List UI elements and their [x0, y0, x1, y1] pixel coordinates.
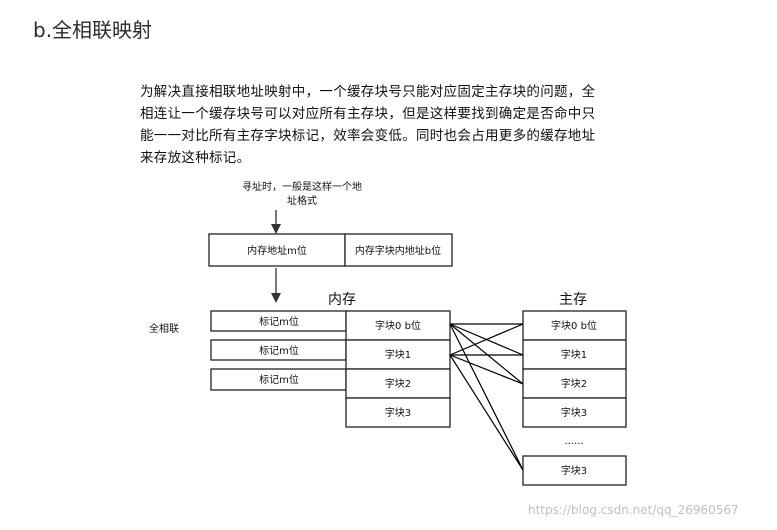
tag-label: 标记m位	[259, 373, 299, 386]
memory-block-box	[522, 455, 627, 486]
address-field-label: 内存地址m位	[247, 244, 307, 257]
paragraph-line: 来存放这种标记。	[140, 150, 251, 166]
address-note-line2: 址格式	[287, 194, 317, 207]
cache-title: 内存	[328, 292, 356, 308]
watermark: https://blog.csdn.net/qq_26960567	[528, 503, 739, 517]
section-heading: b.全相联映射	[33, 18, 153, 42]
address-field-label: 内存字块内地址b位	[355, 244, 441, 257]
memory-block-box	[522, 339, 627, 370]
memory-block-box	[522, 310, 627, 341]
mapping-lines	[449, 323, 524, 471]
cache-block-box	[345, 397, 451, 428]
memory-block-box	[522, 397, 627, 428]
cache-block-box	[345, 368, 451, 399]
cache-block-label: 字块2	[385, 377, 411, 390]
tag-label: 标记m位	[259, 344, 299, 357]
paragraph-line: 为解决直接相联地址映射中，一个缓存块号只能对应固定主存块的问题，全	[140, 84, 596, 100]
cache-block-label: 字块0 b位	[375, 319, 421, 332]
address-field-box	[344, 233, 453, 267]
memory-block-label: 字块2	[561, 377, 587, 390]
address-note-line1: 寻址时，一般是这样一个地	[242, 180, 362, 193]
memory-block-label: 字块0 b位	[551, 319, 597, 332]
tag-label: 标记m位	[259, 315, 299, 328]
memory-block-label: 字块1	[561, 348, 587, 361]
memory-title: 主存	[559, 292, 587, 308]
memory-block-label: 字块3	[561, 406, 587, 419]
ellipsis-label: ......	[564, 436, 583, 447]
memory-block-label: 字块3	[561, 464, 587, 477]
side-label: 全相联	[149, 322, 179, 335]
paragraph-line: 能一一对比所有主存字块标记，效率会变低。同时也会占用更多的缓存地址	[140, 128, 596, 144]
paragraph-line: 相连让一个缓存块号可以对应所有主存块，但是这样要找到确定是否命中只	[140, 106, 596, 122]
address-field-box	[208, 233, 346, 267]
cache-block-label: 字块1	[385, 348, 411, 361]
cache-block-label: 字块3	[385, 406, 411, 419]
